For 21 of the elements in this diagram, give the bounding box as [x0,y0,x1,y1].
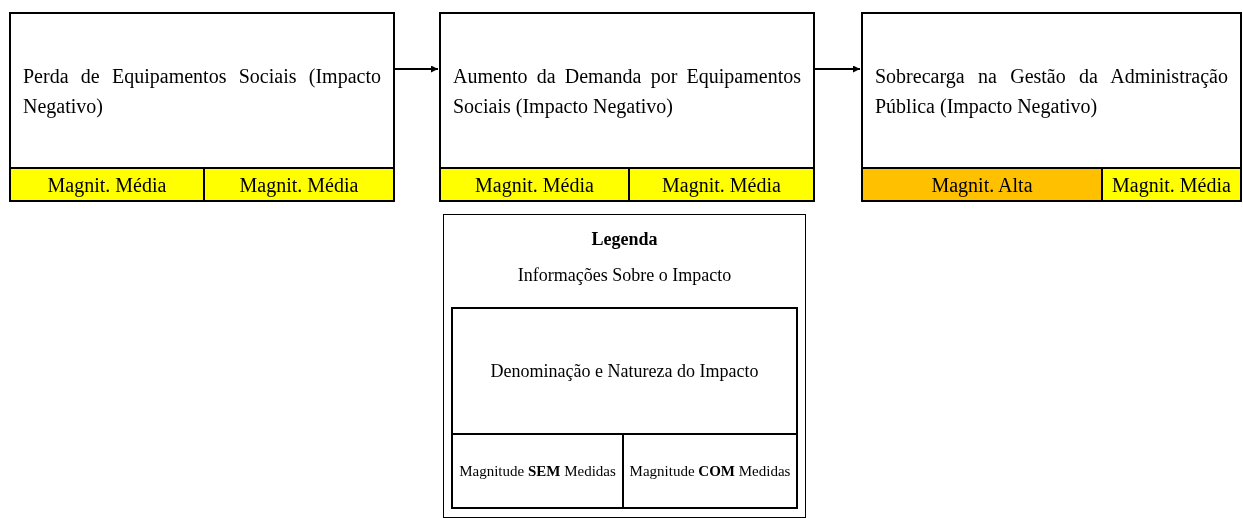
magnitude-cell: Magnit. Média [11,167,203,200]
impact-title: Aumento da Demanda por Equipamentos Sociais (Impacto Negativo) [453,63,801,120]
legend-cell: Magnitude COM Medidas [622,433,796,507]
magnitude-cell: Magnit. Média [441,167,628,200]
arrow [814,65,861,73]
legend-title: Legenda [591,228,658,251]
magnitude-cell: Magnit. Alta [863,167,1101,200]
impact-box [9,12,395,202]
legend-box [443,214,806,518]
magnitude-cell: Magnit. Média [203,167,393,200]
impact-box [439,12,815,202]
impact-box [861,12,1242,202]
impact-title: Sobrecarga na Gestão da Administração Pública (Impacto Negativo) [875,63,1228,120]
legend-sample-box [451,307,798,509]
legend-cell: Magnitude SEM Medidas [453,433,622,507]
magnitude-cell: Magnit. Média [1101,167,1240,200]
legend-sample-text: Denominação e Natureza do Impacto [490,360,759,383]
arrow [394,65,439,73]
legend-subtitle: Informações Sobre o Impacto [517,264,732,287]
impact-title: Perda de Equipamentos Sociais (Impacto Negativo) [23,63,381,120]
magnitude-cell: Magnit. Média [628,167,813,200]
